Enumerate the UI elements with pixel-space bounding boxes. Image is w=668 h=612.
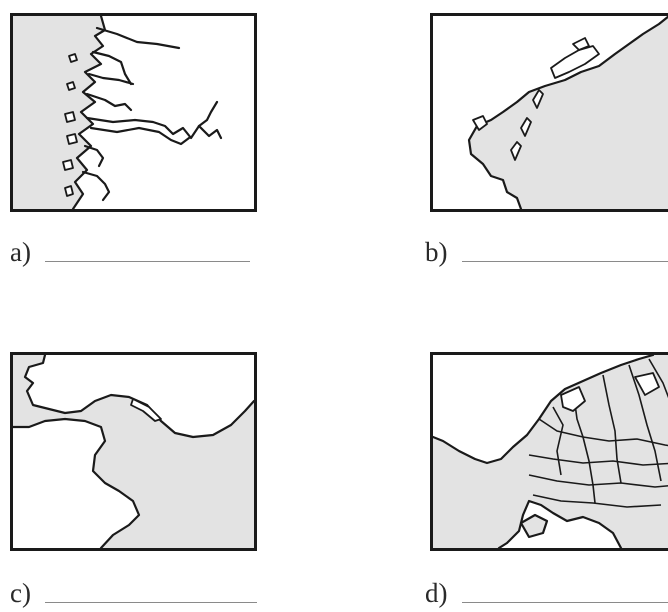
answer-blank-d[interactable] xyxy=(461,602,668,603)
label-b: b) xyxy=(425,237,448,267)
label-row-a: a) xyxy=(10,239,250,266)
map-b-image xyxy=(467,16,668,209)
map-panel-b xyxy=(430,13,668,212)
label-row-d: d) xyxy=(425,580,668,607)
label-a: a) xyxy=(10,237,31,267)
map-d-image xyxy=(433,355,668,548)
map-c-image xyxy=(13,355,254,548)
answer-blank-c[interactable] xyxy=(44,602,257,603)
answer-blank-b[interactable] xyxy=(461,261,668,262)
map-a-image xyxy=(13,16,223,209)
map-panel-a xyxy=(10,13,257,212)
map-panel-d xyxy=(430,352,668,551)
label-d: d) xyxy=(425,578,448,608)
answer-blank-a[interactable] xyxy=(44,261,250,262)
label-row-c: c) xyxy=(10,580,257,607)
map-panel-c xyxy=(10,352,257,551)
label-row-b: b) xyxy=(425,239,668,266)
label-c: c) xyxy=(10,578,31,608)
